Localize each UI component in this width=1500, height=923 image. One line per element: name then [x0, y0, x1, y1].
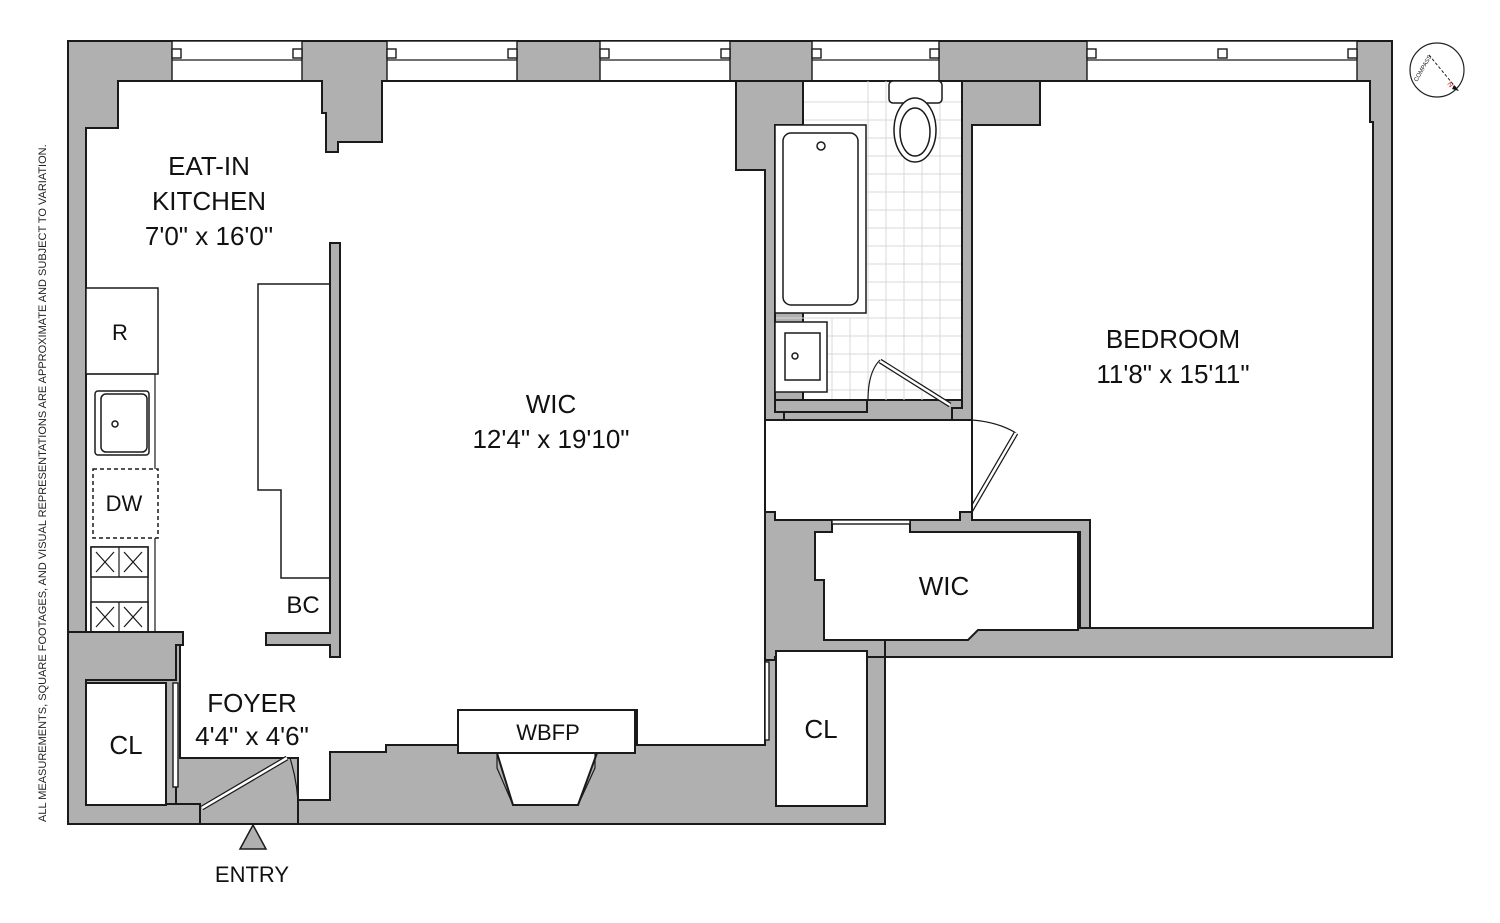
- foyer-walls: [67, 631, 201, 825]
- bathroom: [735, 80, 1087, 421]
- fireplace-label: WBFP: [516, 720, 580, 745]
- dishwasher-label: DW: [106, 491, 143, 516]
- kitchen-dimensions: 7'0" x 16'0": [145, 221, 273, 251]
- entry-arrow-icon: [238, 823, 268, 850]
- fireplace: [457, 709, 636, 806]
- bedroom-door[interactable]: [967, 419, 1019, 514]
- bathroom-door[interactable]: [867, 358, 952, 408]
- foyer-dimensions: 4'4" x 4'6": [195, 721, 309, 751]
- foyer-closet-name: CL: [109, 730, 142, 760]
- living-name: WIC: [526, 389, 577, 419]
- foyer-name: FOYER: [207, 688, 297, 718]
- main-living-area: [85, 80, 766, 801]
- kitchen-name-line2: KITCHEN: [152, 186, 266, 216]
- svg-text:N: N: [1445, 81, 1454, 89]
- bedroom-closet: [764, 511, 1091, 661]
- windows: [171, 40, 1358, 82]
- entry-marker: ENTRY: [215, 823, 289, 887]
- kitchen-name-line1: EAT-IN: [168, 151, 250, 181]
- bar-counter-label: BC: [286, 592, 319, 619]
- kitchen-fixtures: [85, 242, 341, 658]
- hall-closet: [764, 650, 868, 807]
- bedroom-dimensions: 11'8" x 15'11": [1096, 359, 1249, 389]
- entry-door[interactable]: [200, 755, 299, 825]
- hallway: [764, 419, 973, 521]
- entry-label: ENTRY: [215, 862, 289, 887]
- compass-icon: N COMPASS: [1409, 42, 1465, 98]
- living-dimensions: 12'4" x 19'10": [472, 424, 629, 454]
- disclaimer-text: ALL MEASUREMENTS, SQUARE FOOTAGES, AND V…: [37, 144, 49, 822]
- bedroom-closet-name: WIC: [919, 571, 970, 601]
- refrigerator-label: R: [112, 320, 128, 345]
- hall-closet-name: CL: [804, 714, 837, 744]
- room-labels: EAT-IN KITCHEN 7'0" x 16'0" WIC 12'4" x …: [106, 151, 1250, 760]
- bedroom-name: BEDROOM: [1106, 324, 1240, 354]
